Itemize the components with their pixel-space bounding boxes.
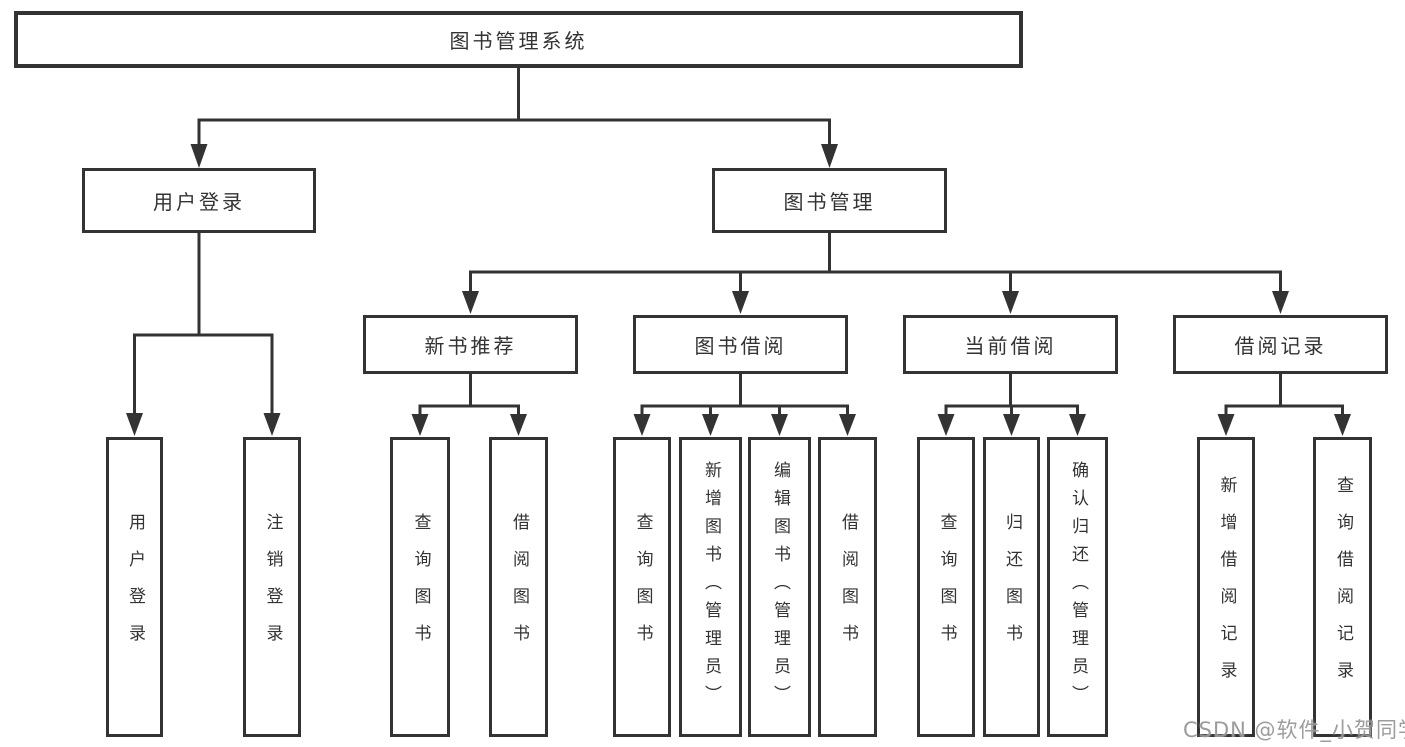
leaf-query-books-current-label: 查询图书 xyxy=(936,513,957,661)
node-new-book-recommend: 新书推荐 xyxy=(363,315,578,374)
leaf-query-books-recommend-label: 查询图书 xyxy=(410,513,431,661)
leaf-borrow-books-label: 借阅图书 xyxy=(838,513,858,661)
leaf-query-borrow-record: 查询借阅记录 xyxy=(1313,437,1372,737)
leaf-edit-books-admin-label: 编辑图书（管理员） xyxy=(770,461,790,713)
node-user-login: 用户登录 xyxy=(82,168,316,233)
leaf-user-login-label: 用户登录 xyxy=(125,513,145,661)
leaf-edit-books-admin: 编辑图书（管理员） xyxy=(748,437,811,737)
leaf-confirm-return-admin: 确认归还（管理员） xyxy=(1047,437,1108,737)
leaf-borrow-books-recommend: 借阅图书 xyxy=(489,437,548,737)
leaf-confirm-return-admin-label: 确认归还（管理员） xyxy=(1068,461,1088,713)
leaf-add-borrow-record: 新增借阅记录 xyxy=(1197,437,1255,737)
node-book-borrow: 图书借阅 xyxy=(633,315,848,374)
leaf-add-books-admin: 新增图书（管理员） xyxy=(679,437,742,737)
node-book-borrow-label: 图书借阅 xyxy=(694,334,787,358)
leaf-query-books-borrow-label: 查询图书 xyxy=(632,513,653,661)
node-new-book-recommend-label: 新书推荐 xyxy=(424,334,517,358)
node-current-borrow: 当前借阅 xyxy=(903,315,1118,374)
node-current-borrow-label: 当前借阅 xyxy=(964,334,1057,358)
leaf-query-books-current: 查询图书 xyxy=(917,437,975,737)
node-root-label: 图书管理系统 xyxy=(449,29,588,53)
leaf-add-books-admin-label: 新增图书（管理员） xyxy=(701,461,721,713)
leaf-add-borrow-record-label: 新增借阅记录 xyxy=(1216,476,1237,698)
leaf-query-borrow-record-label: 查询借阅记录 xyxy=(1333,476,1353,698)
leaf-logout: 注销登录 xyxy=(243,437,301,737)
node-book-management: 图书管理 xyxy=(712,168,947,233)
leaf-return-books: 归还图书 xyxy=(983,437,1040,737)
leaf-user-login: 用户登录 xyxy=(106,437,163,737)
node-root-system: 图书管理系统 xyxy=(14,11,1023,68)
leaf-borrow-books: 借阅图书 xyxy=(818,437,877,737)
csdn-watermark: CSDN @软件_小贺同学 xyxy=(1183,718,1405,742)
node-borrow-records-label: 借阅记录 xyxy=(1234,334,1327,358)
leaf-query-books-recommend: 查询图书 xyxy=(390,437,450,737)
node-book-management-label: 图书管理 xyxy=(783,190,876,214)
node-borrow-records: 借阅记录 xyxy=(1173,315,1388,374)
leaf-logout-label: 注销登录 xyxy=(262,513,283,661)
leaf-query-books-borrow: 查询图书 xyxy=(613,437,671,737)
leaf-borrow-books-recommend-label: 借阅图书 xyxy=(509,513,529,661)
leaf-return-books-label: 归还图书 xyxy=(1002,513,1022,661)
node-user-login-label: 用户登录 xyxy=(153,190,245,214)
